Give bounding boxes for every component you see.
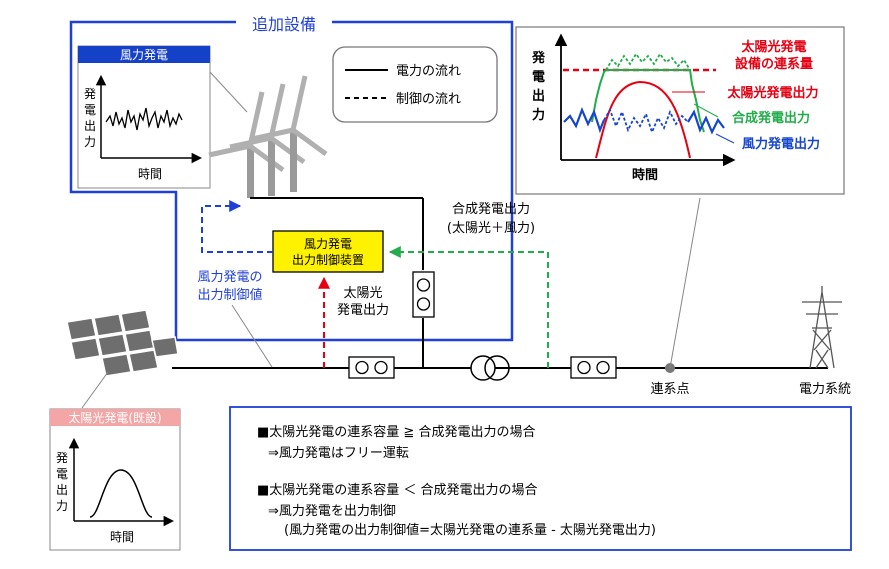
axis-label-glyph: 発 [84, 87, 96, 101]
note-line5: (風力発電の出力制御値=太陽光発電の連系量 - 太陽光発電出力) [284, 522, 656, 538]
controller-line1: 風力発電 [304, 237, 352, 251]
controller-line2: 出力制御装置 [292, 252, 364, 267]
wind-output-controller: 風力発電 出力制御装置 [272, 230, 384, 273]
solar-panel-ylabel: 発電出力 [56, 451, 68, 513]
axis-label-glyph: 出 [56, 483, 68, 497]
output-comparison-chart: 発電出力 時間 太陽光発電 設備の連系量 太陽光発電出力 合成発電出力 風力発電… [515, 26, 845, 195]
solar-panel-title: 太陽光発電(既設) [68, 410, 161, 425]
wind-turbine [251, 75, 328, 192]
wind-meter [412, 271, 435, 318]
wind-output-line-tail [687, 109, 725, 135]
legend-power-flow: 電力の流れ [396, 64, 461, 79]
wind-panel-title: 風力発電 [120, 48, 168, 62]
legend-capacity-sub: 設備の連系量 [735, 56, 813, 72]
solar-output-curve [89, 469, 153, 518]
grid-meter [570, 356, 617, 379]
legend-capacity: 太陽光発電 [740, 39, 806, 55]
wind-turbine [229, 83, 306, 196]
connection-point-label: 連系点 [650, 382, 689, 397]
wind-control-signal [201, 200, 273, 253]
solar-output-panel: 太陽光発電(既設) 発電出力 時間 [49, 408, 181, 551]
wind-turbines [208, 75, 328, 198]
solar-output-line [595, 80, 691, 159]
added-equipment-boundary [69, 20, 514, 342]
flow-legend: 電力の流れ 制御の流れ [332, 46, 498, 123]
wind-output-panel: 風力発電 発電出力 時間 [77, 45, 211, 189]
power-grid-label: 電力系統 [799, 382, 851, 397]
axis-label-glyph: 力 [84, 135, 96, 149]
combined-output-line [591, 69, 705, 133]
note-line2: ⇒風力発電はフリー運転 [268, 446, 409, 461]
added-equipment-title: 追加設備 [252, 15, 316, 34]
wind-control-label-sub: 出力制御値 [197, 287, 262, 303]
wind-controlled-line [603, 107, 689, 135]
axis-label-glyph: 発 [56, 451, 68, 465]
legend-wind: 風力発電出力 [742, 136, 820, 152]
wind-output-trace [105, 107, 183, 131]
output-chart-xlabel: 時間 [632, 167, 658, 183]
legend-combined: 合成発電出力 [732, 110, 810, 126]
wind-panel-ylabel: 発電出力 [84, 87, 96, 149]
wind-panel-xlabel: 時間 [138, 167, 162, 181]
solar-panel-xlabel: 時間 [110, 530, 134, 544]
combined-output-signal [388, 246, 549, 368]
solar-output-label-sub: 発電出力 [337, 303, 389, 318]
axis-label-glyph: 電 [84, 103, 96, 117]
notes-box: ■太陽光発電の連系容量 ≧ 合成発電出力の場合 ⇒風力発電はフリー運転 ■太陽光… [229, 406, 852, 551]
axis-label-glyph: 発 [531, 50, 546, 66]
legend-control-flow: 制御の流れ [396, 92, 461, 107]
wind-control-label: 風力発電の [197, 270, 262, 285]
axis-label-glyph: 出 [532, 88, 545, 104]
wind-turbine [208, 91, 285, 198]
axis-label-glyph: 電 [532, 70, 545, 85]
note-line4: ⇒風力発電を出力制御 [268, 504, 396, 519]
output-chart-ylabel: 発電出力 [531, 50, 546, 123]
solar-meter [348, 356, 395, 379]
legend-solar: 太陽光発電出力 [726, 85, 818, 101]
combined-output-label-sub: (太陽光＋風力) [447, 221, 535, 236]
axis-label-glyph: 電 [56, 467, 68, 481]
axis-label-glyph: 力 [532, 107, 545, 123]
note-line3: ■太陽光発電の連系容量 ＜ 合成発電出力の場合 [257, 482, 538, 498]
axis-label-glyph: 力 [56, 499, 68, 513]
wind-output-line [563, 107, 606, 134]
transmission-tower-icon [802, 286, 842, 369]
combined-output-label: 合成発電出力 [452, 202, 530, 217]
transformer [470, 355, 510, 381]
axis-label-glyph: 出 [84, 119, 96, 133]
solar-output-label: 太陽光 [343, 286, 382, 301]
solar-panels-icon [66, 309, 179, 377]
combined-output-excess [605, 52, 691, 71]
note-line1: ■太陽光発電の連系容量 ≧ 合成発電出力の場合 [257, 424, 535, 440]
